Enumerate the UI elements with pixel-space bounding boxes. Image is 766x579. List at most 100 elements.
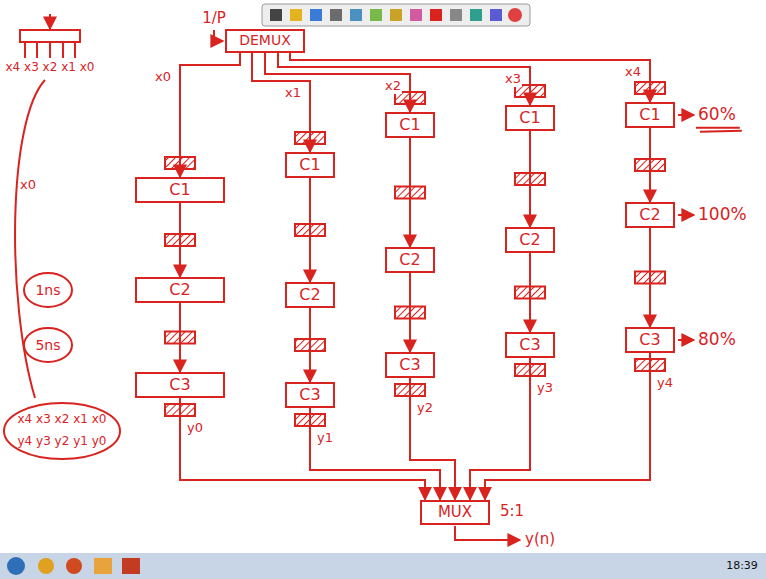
signal-connector xyxy=(309,308,311,382)
sketch-input xyxy=(49,14,51,29)
node-text: C1 xyxy=(399,116,420,134)
signal-connector xyxy=(649,228,651,327)
toolbar-icon xyxy=(290,9,302,21)
taskbar-icon xyxy=(38,558,54,574)
signal-connector xyxy=(649,128,651,202)
ratio-label: 5:1 xyxy=(500,503,524,520)
signal-connector xyxy=(180,53,240,177)
node-text: C3 xyxy=(519,336,540,354)
output-signal-label: y4 xyxy=(656,376,674,391)
input-label: 1/P xyxy=(202,10,226,27)
toolbar-bar xyxy=(262,4,530,26)
toolbar-icon xyxy=(370,9,382,21)
stage-box: C3 xyxy=(135,372,225,398)
start-button xyxy=(7,557,25,575)
node-text: C2 xyxy=(299,286,320,304)
signal-connector xyxy=(529,253,531,332)
node-text: DEMUX xyxy=(239,33,291,48)
toolbar-icon xyxy=(330,9,342,21)
demux-sketch xyxy=(20,30,80,42)
input-signal-label: x4 xyxy=(624,65,642,80)
signal-connector xyxy=(265,53,410,112)
signal-connector xyxy=(529,131,531,227)
circle-mark xyxy=(24,328,72,362)
stage-box: C3 xyxy=(625,327,675,353)
input-signal-label: x0 xyxy=(154,70,172,85)
node-text: C2 xyxy=(519,231,540,249)
node-text: C3 xyxy=(299,386,320,404)
stage-box: C1 xyxy=(625,102,675,128)
node-text: C2 xyxy=(399,251,420,269)
underline xyxy=(696,128,742,132)
stage-box: C2 xyxy=(285,282,335,308)
signal-connector xyxy=(309,178,311,282)
utilization-note: 60% xyxy=(698,105,736,125)
taskbar-bar xyxy=(0,553,766,579)
circle-mark xyxy=(24,273,72,307)
node-text: C1 xyxy=(639,106,660,124)
toolbar-icon xyxy=(450,9,462,21)
stage-box: C1 xyxy=(285,152,335,178)
node-text: C1 xyxy=(169,181,190,199)
toolbar-icon xyxy=(410,9,422,21)
stage-box: C2 xyxy=(625,202,675,228)
node-text: C3 xyxy=(169,376,190,394)
annotation-group xyxy=(678,115,742,340)
output-label: y(n) xyxy=(525,531,555,548)
input-signal-label: x3 xyxy=(504,72,522,87)
sketch-output xyxy=(49,42,51,58)
toolbar-icon xyxy=(508,8,522,22)
stage-box: C3 xyxy=(285,382,335,408)
toolbar-icon xyxy=(390,9,402,21)
node-text: C1 xyxy=(519,109,540,127)
taskbar xyxy=(0,553,766,579)
toolbar-icon xyxy=(490,9,502,21)
sketch-output xyxy=(74,42,76,58)
node-text: C2 xyxy=(169,281,190,299)
note-arrow xyxy=(678,114,694,116)
input-signal-label: x2 xyxy=(384,79,402,94)
toolbar-icon xyxy=(430,9,442,21)
stage-box: C3 xyxy=(505,332,555,358)
stage-box: C2 xyxy=(135,277,225,303)
taskbar-icon xyxy=(122,558,140,574)
stage-box: C1 xyxy=(505,105,555,131)
sketch-output xyxy=(36,42,38,58)
utilization-note: 100% xyxy=(698,205,747,225)
signal-label: x0 xyxy=(20,178,36,193)
signal-connector xyxy=(180,398,425,500)
note-arrow xyxy=(678,339,694,341)
timing-note: 5ns xyxy=(35,337,60,353)
node-text: C3 xyxy=(639,331,660,349)
signal-connector xyxy=(470,358,530,500)
bus-label: x4 x3 x2 x1 x0 xyxy=(6,61,95,75)
register-group xyxy=(165,82,665,426)
bus-label: x4 x3 x2 x1 x0 xyxy=(18,413,107,427)
toolbar-icon xyxy=(470,9,482,21)
output-signal-label: y1 xyxy=(316,431,334,446)
taskbar-icon xyxy=(94,558,112,574)
side-sketch xyxy=(4,14,520,540)
circle-mark xyxy=(4,403,120,459)
utilization-note: 80% xyxy=(698,330,736,350)
node-text: C3 xyxy=(399,356,420,374)
toolbar-icon xyxy=(270,9,282,21)
mux-box: MUX xyxy=(420,500,490,525)
output-signal-label: y2 xyxy=(416,401,434,416)
stage-box: C3 xyxy=(385,352,435,378)
stage-box: C2 xyxy=(505,227,555,253)
signal-connector xyxy=(290,53,650,102)
stage-box: C1 xyxy=(135,177,225,203)
signal-connector xyxy=(409,138,411,247)
node-text: C2 xyxy=(639,206,660,224)
input-signal-label: x1 xyxy=(284,86,302,101)
signal-connector xyxy=(179,203,181,277)
output-signal-label: y3 xyxy=(536,381,554,396)
taskbar-icon xyxy=(66,558,82,574)
signal-connector xyxy=(409,273,411,352)
signal-connector xyxy=(485,353,650,500)
node-text: MUX xyxy=(438,504,472,521)
